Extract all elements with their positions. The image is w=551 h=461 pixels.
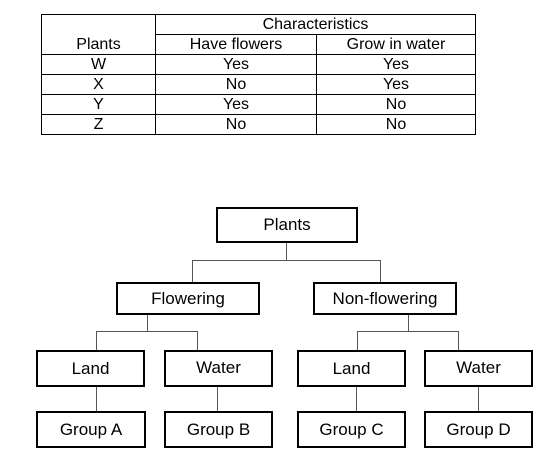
connector-to-group-d (478, 386, 479, 412)
connector-level1-bar (192, 260, 381, 261)
group-c-node: Group C (297, 411, 406, 448)
land-node-non-flowering: Land (297, 350, 406, 387)
connector-to-land-1 (96, 331, 97, 350)
connector-to-group-c (356, 386, 357, 412)
connector-to-group-a (96, 386, 97, 412)
group-d-node: Group D (424, 411, 533, 448)
table-row: Y Yes No (41, 94, 476, 115)
non-flowering-node: Non-flowering (313, 282, 457, 315)
connector-root-down (286, 242, 287, 260)
connector-to-land-2 (357, 331, 358, 350)
plant-characteristics-table: Characteristics Plants Have flowers Grow… (41, 14, 476, 135)
water-node-non-flowering: Water (424, 350, 533, 387)
connector-to-group-b (217, 386, 218, 412)
water-cell: No (316, 114, 476, 135)
table-header-row-top: Characteristics (41, 14, 476, 35)
group-b-node: Group B (164, 411, 273, 448)
connector-to-water-1 (197, 331, 198, 350)
connector-non-flowering-down (408, 314, 409, 331)
connector-flowering-bar (96, 331, 198, 332)
table-row: Z No No (41, 114, 476, 135)
connector-non-flowering-bar (357, 331, 459, 332)
connector-to-non-flowering (380, 260, 381, 282)
root-node: Plants (216, 207, 358, 243)
group-a-node: Group A (36, 411, 146, 448)
characteristics-header: Characteristics (155, 14, 476, 35)
flowering-node: Flowering (116, 282, 260, 315)
connector-flowering-down (147, 314, 148, 331)
connector-to-flowering (192, 260, 193, 282)
connector-to-water-2 (458, 331, 459, 350)
grow-in-water-header: Grow in water (316, 34, 476, 55)
water-node-flowering: Water (164, 350, 273, 387)
table-row: X No Yes (41, 74, 476, 95)
water-cell: Yes (316, 74, 476, 95)
land-node-flowering: Land (36, 350, 145, 387)
plants-header: Plants (41, 34, 156, 55)
